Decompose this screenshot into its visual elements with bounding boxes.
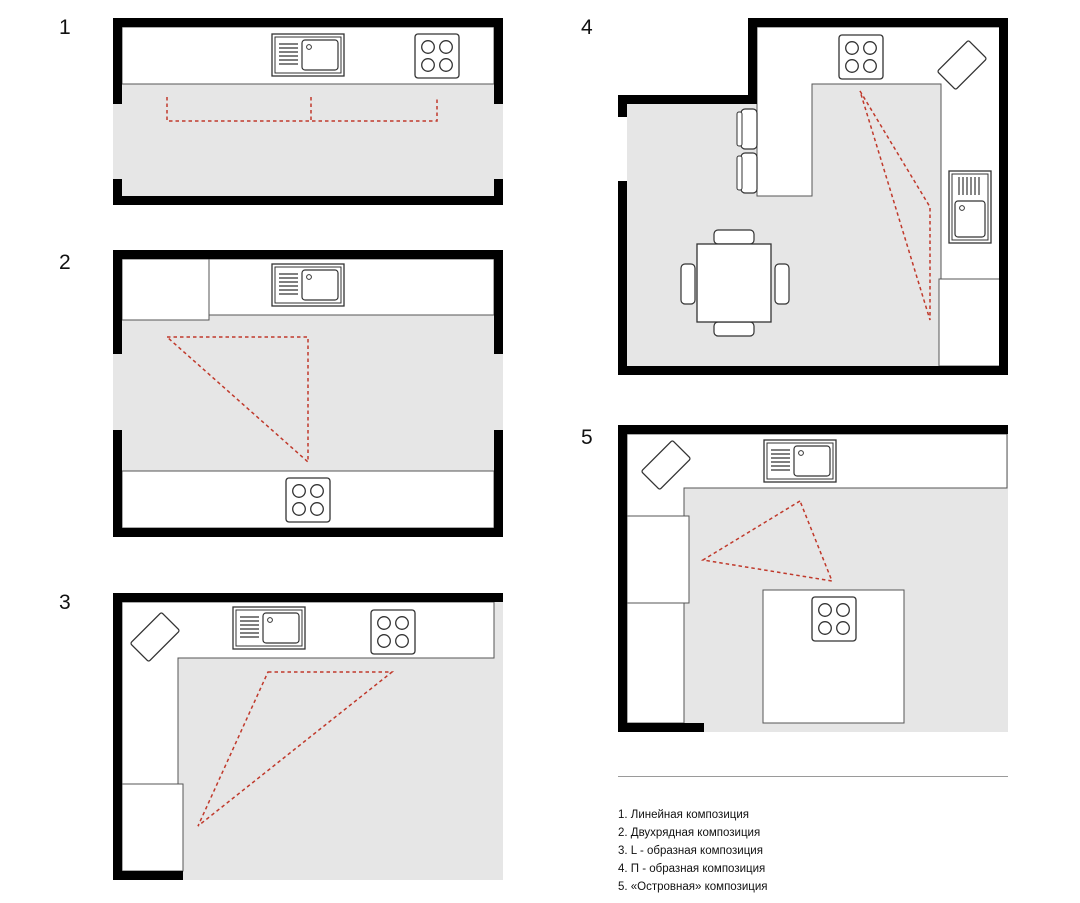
plan-number-5: 5 [581,426,593,449]
bar-stool-icon [736,108,758,150]
stove-icon [811,596,857,642]
sink-icon [271,33,345,77]
plan-number-4: 4 [581,16,593,39]
sink-icon [948,170,992,244]
bar-stool-icon [736,152,758,194]
plan-4-u-shaped [618,18,1008,375]
plan-5-island [618,425,1008,732]
stove-icon [285,477,331,523]
legend: 1. Линейная композиция 2. Двухрядная ком… [618,806,768,896]
plan-1-linear [113,18,503,205]
legend-item-1: 1. Линейная композиция [618,809,749,821]
legend-divider [618,776,1008,777]
plan-number-1: 1 [59,16,71,39]
sink-icon [271,263,345,307]
legend-item-3: 3. L - образная композиция [618,845,763,857]
legend-item-5: 5. «Островная» композиция [618,881,768,893]
sink-icon [763,439,837,483]
plan-number-2: 2 [59,251,71,274]
work-triangle [165,336,309,464]
work-triangle [166,97,438,122]
sink-icon [232,606,306,650]
plan-number-3: 3 [59,591,71,614]
stove-icon [370,609,416,655]
stove-icon [414,33,460,79]
work-triangle [859,90,931,321]
dining-table-icon [680,229,790,337]
work-triangle [197,671,395,827]
plan-3-l-shaped [113,593,503,880]
legend-item-2: 2. Двухрядная композиция [618,827,761,839]
stove-icon [838,34,884,80]
legend-item-4: 4. П - образная композиция [618,863,766,875]
work-triangle [700,499,834,582]
plan-2-parallel [113,250,503,537]
